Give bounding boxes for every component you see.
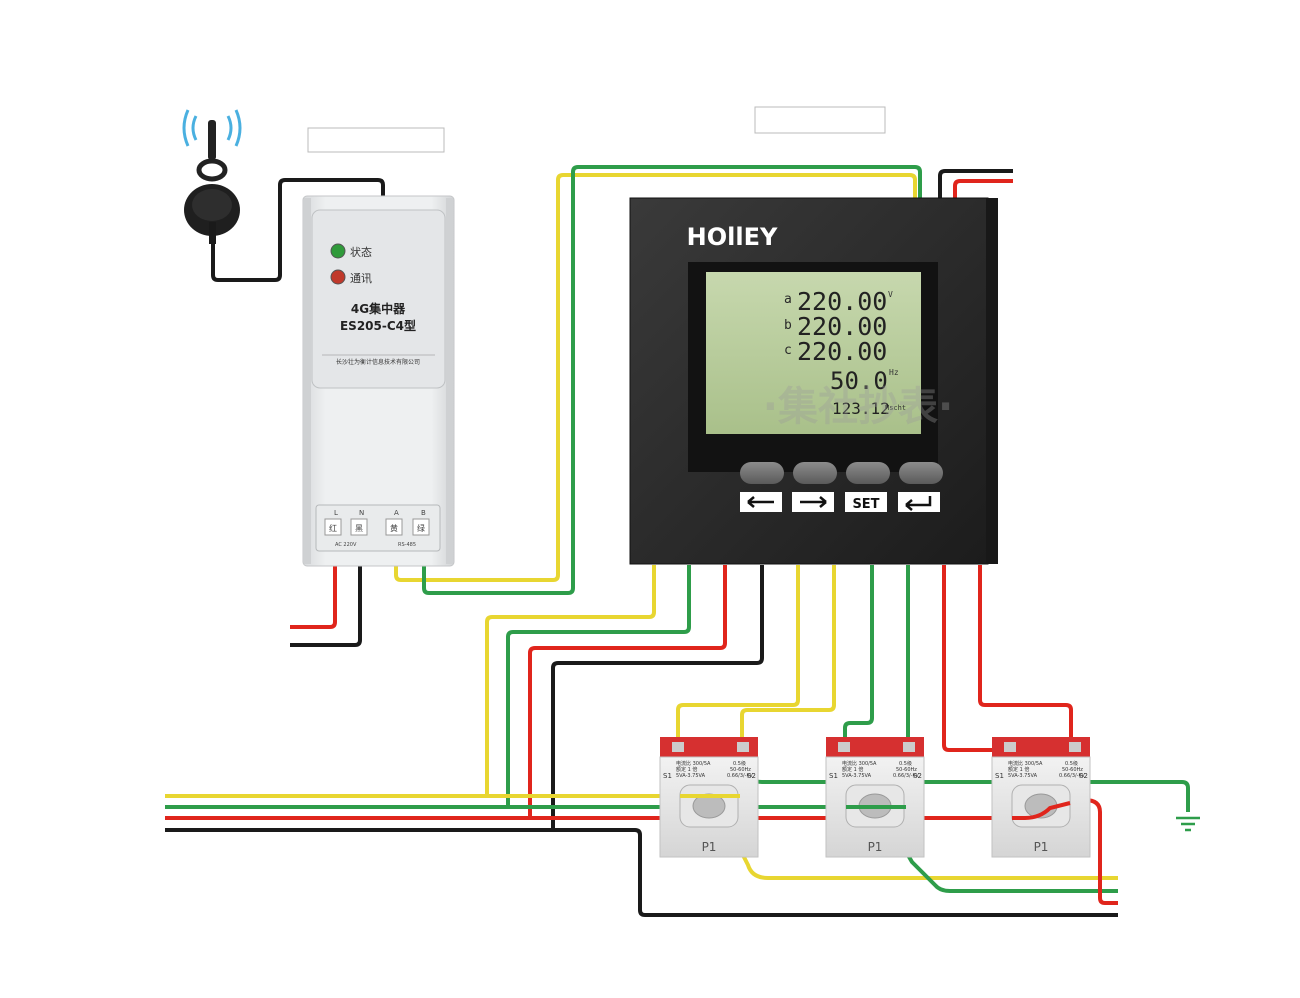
meter-brand: HOllEY [687,223,778,251]
terminal-a-label: A [394,509,399,517]
concentrator-device: 状态 通讯 4G集中器 ES205-C4型 长沙壮为衡计信息技术有限公司 L N… [302,195,455,567]
ct3-s1-label: S1 [995,772,1004,780]
ic-red-wire-2 [978,565,1073,745]
ct2-spec-3: 额定 1 倍 [842,766,863,773]
antenna-icon [182,109,242,244]
comm-led [330,269,346,285]
terminal-b-label: B [421,509,426,517]
ct2-spec-2: 0.5级 [899,760,912,767]
lcd-label-c: c [784,343,792,358]
terminal-color-green: 绿 [417,524,425,533]
conc-black-wire [290,565,362,647]
wires [165,165,1190,917]
ib-green-wire-1 [843,565,874,745]
ct3-spec-3: 额定 1 倍 [1008,766,1029,773]
ct3-spec-2: 0.5级 [1065,760,1078,767]
company-name: 长沙壮为衡计信息技术有限公司 [336,358,420,366]
ct2-s2-label: S2 [913,772,922,780]
ct1-spec-5: 5VA-3.75VA [676,773,706,779]
terminal-n-label: N [359,509,364,517]
enter-icon [905,496,932,511]
lcd-unit-v: V [888,290,893,299]
ua-yellow-wire [485,565,656,796]
device-name-line1: 4G集中器 [351,301,406,316]
signal-wave-icon-right-2 [234,109,242,147]
signal-wave-icon-left-1 [191,115,198,141]
meter-top-red-wire [953,179,1013,198]
ct2-spec-4: 50-60Hz [896,767,917,773]
conc-red-wire [290,565,337,629]
status-label: 状态 [350,245,372,259]
rs485-green-wire [422,165,922,595]
rs485-yellow-wire [394,173,917,582]
ct3-spec-4: 50-60Hz [1062,767,1083,773]
ub-green-wire [506,565,691,807]
terminal-color-yellow: 黄 [390,523,398,533]
ic-red-wire-1 [942,565,1005,752]
bus-black [165,828,1118,917]
ct1-spec-1: 电流比 300/5A [676,760,711,767]
ct1-spec-6: 0.66/3/-kV [727,773,753,779]
status-led [330,243,346,259]
ia-yellow-wire-1 [676,565,800,745]
meter-button-3[interactable] [846,462,890,484]
terminal-l-label: L [334,509,338,517]
lcd-value-b: 220.00 [797,312,887,341]
device-name-line2: ES205-C4型 [340,318,416,333]
ct1-p1-label: P1 [702,840,717,854]
lcd-value-c: 220.00 [797,337,887,366]
terminal-color-black: 黑 [355,524,363,533]
ct1-spec-2: 0.5级 [733,760,746,767]
meter-button-2[interactable] [793,462,837,484]
ct1-s1-label: S1 [663,772,672,780]
ct3-spec-5: 5VA-3.75VA [1008,773,1038,779]
set-label: SET [852,497,879,512]
left-arrow-icon [747,496,774,508]
ct1-spec-3: 额定 1 倍 [676,766,697,773]
ct2-spec-5: 5VA-3.75VA [842,773,872,779]
right-arrow-icon [800,496,827,508]
lcd-unit-misc: Mscht [885,404,906,412]
lcd-value-a: 220.00 [797,287,887,316]
signal-wave-icon-right-1 [226,115,233,141]
watermark: ·集社抄表· [763,384,953,430]
terminal-footer-ac: AC 220V [335,542,357,548]
comm-label: 通讯 [350,272,372,285]
lcd-value-freq: 50.0 [830,367,888,395]
terminal-color-red: 红 [329,523,337,533]
ct1-s2-label: S2 [747,772,756,780]
un-black-wire [551,565,764,830]
meter-top-black-wire [938,169,1013,198]
ct-3: 电流比 300/5A 0.5级 额定 1 倍 50-60Hz 5VA-3.75V… [991,737,1091,858]
ia-yellow-wire-2 [740,565,836,745]
signal-wave-icon-left-2 [182,109,190,147]
ct2-s1-label: S1 [829,772,838,780]
terminal-footer-rs485: RS-485 [398,542,416,548]
lcd-label-a: a [784,292,792,307]
lcd-label-b: b [784,318,792,333]
lcd-value-misc: 123.12 [832,399,890,418]
ct3-spec-1: 电流比 300/5A [1008,760,1043,767]
ct2-p1-label: P1 [868,840,883,854]
meter-button-4[interactable] [899,462,943,484]
meter-button-1[interactable] [740,462,784,484]
lcd-unit-hz: Hz [889,368,899,377]
ct1-spec-4: 50-60Hz [730,767,751,773]
through-wires [680,794,1071,820]
uc-red-wire [528,565,727,818]
ct3-s2-label: S2 [1079,772,1088,780]
ct3-spec-6: 0.66/3/-kV [1059,773,1085,779]
ct2-spec-1: 电流比 300/5A [842,760,877,767]
label-box-concentrator [307,127,445,153]
power-meter-device: HOllEY a 220.00 V b 220.00 c 220.00 50.0… [629,197,998,565]
label-box-meter [754,106,886,134]
lcd-readings: a 220.00 V b 220.00 c 220.00 50.0 Hz 123… [784,287,906,418]
ct3-p1-label: P1 [1034,840,1049,854]
ct-2: 电流比 300/5A 0.5级 额定 1 倍 50-60Hz 5VA-3.75V… [825,737,925,858]
ground-icon [1176,816,1200,832]
terminal-labels: L N A B [334,509,426,517]
antenna-cable [211,178,385,282]
ct2-spec-6: 0.66/3/-kV [893,773,919,779]
